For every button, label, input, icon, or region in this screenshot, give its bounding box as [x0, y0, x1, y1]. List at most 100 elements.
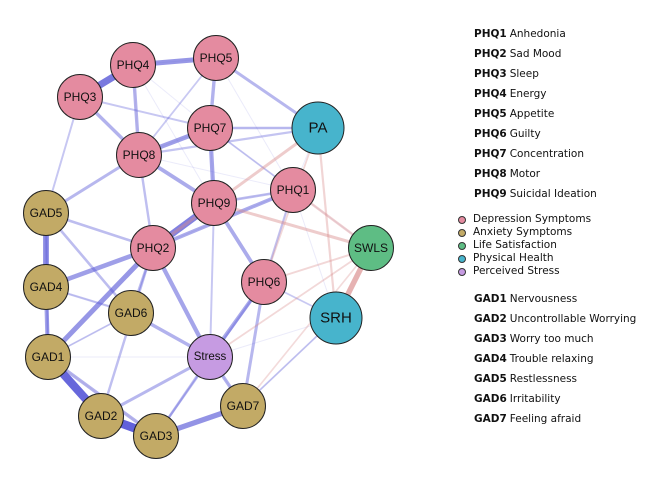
node-circle [23, 264, 69, 310]
node-circle [78, 393, 124, 439]
legend-code: PHQ1 [474, 28, 507, 40]
legend-code: PHQ9 [474, 188, 507, 200]
legend-dot-icon [458, 267, 466, 276]
group-legend-row: Depression Symptoms [458, 213, 591, 226]
legend-description: Appetite [509, 108, 555, 120]
legend-description: Worry too much [509, 333, 594, 345]
group-legend-label: Depression Symptoms [473, 213, 592, 225]
node-gad7: GAD7 [220, 383, 266, 429]
node-label: PHQ4 [117, 58, 150, 72]
legend-dot-icon [458, 254, 466, 263]
node-phq6: PHQ6 [241, 259, 287, 305]
node-phq3: PHQ3 [57, 74, 103, 120]
node-label: SRH [320, 310, 352, 327]
node-circle [25, 334, 71, 380]
node-gad5: GAD5 [23, 190, 69, 236]
node-phq8: PHQ8 [116, 132, 162, 178]
node-circle [270, 167, 316, 213]
node-phq7: PHQ7 [187, 105, 233, 151]
legend-description: Guilty [509, 128, 541, 140]
node-circle [110, 42, 156, 88]
node-pa: PA [291, 101, 345, 155]
legend-description: Sad Mood [509, 48, 562, 60]
legend-code: PHQ2 [474, 48, 507, 60]
legend-code: PHQ6 [474, 128, 507, 140]
node-phq5: PHQ5 [193, 35, 239, 81]
node-circle [133, 413, 179, 459]
node-phq2: PHQ2 [130, 225, 176, 271]
legend-description: Anhedonia [509, 28, 566, 40]
node-label: GAD3 [140, 429, 173, 443]
node-circle [193, 35, 239, 81]
legend-description: Restlessness [509, 373, 578, 385]
background-edge [215, 57, 294, 191]
node-label: GAD2 [85, 409, 118, 423]
node-phq9: PHQ9 [191, 180, 237, 226]
node-circle [108, 290, 154, 336]
background-edge [132, 64, 215, 204]
edge-pa-srh [316, 126, 338, 320]
node-label: PHQ3 [64, 90, 97, 104]
node-label: SWLS [354, 241, 388, 255]
node-stress: Stress [187, 334, 233, 380]
node-circle [241, 259, 287, 305]
legend-code: GAD5 [474, 373, 507, 385]
node-phq4: PHQ4 [110, 42, 156, 88]
node-gad2: GAD2 [78, 393, 124, 439]
node-phq1: PHQ1 [270, 167, 316, 213]
group-legend-row: Anxiety Symptoms [458, 226, 591, 239]
legend-code: GAD4 [474, 353, 507, 365]
group-legend-label: Physical Health [473, 252, 554, 264]
node-swls: SWLS [348, 225, 394, 271]
edge-swls-phq9 [212, 201, 373, 250]
legend-dot-icon [458, 228, 466, 237]
legend-code: PHQ7 [474, 148, 507, 160]
node-label: PHQ9 [198, 196, 231, 210]
edge-phq9-stress [209, 202, 215, 358]
node-label: PHQ2 [137, 241, 170, 255]
node-label: Stress [194, 351, 227, 363]
node-circle [130, 225, 176, 271]
edge-pa-phq2 [151, 126, 320, 250]
legend-description: Motor [509, 168, 541, 180]
node-gad6: GAD6 [108, 290, 154, 336]
legend-code: GAD7 [474, 413, 507, 425]
legend-description: Trouble relaxing [509, 353, 594, 365]
legend-dot-icon [458, 215, 466, 224]
legend-code: PHQ5 [474, 108, 507, 120]
node-gad3: GAD3 [133, 413, 179, 459]
background-edge [138, 154, 294, 191]
node-label: PA [309, 120, 328, 137]
node-label: PHQ8 [123, 148, 156, 162]
group-legend-label: Perceived Stress [473, 265, 560, 277]
edge-gad1-phq2 [45, 245, 156, 360]
legend-code: GAD2 [474, 313, 507, 325]
edge-swls-gad7 [242, 247, 372, 407]
node-label: GAD5 [30, 206, 63, 220]
node-circle [23, 190, 69, 236]
legend-description: Feeling afraid [509, 413, 582, 425]
node-circle [191, 180, 237, 226]
node-label: GAD6 [115, 306, 148, 320]
group-legend-label: Life Satisfaction [473, 239, 557, 251]
node-srh: SRH [309, 291, 363, 345]
group-legend-label: Anxiety Symptoms [473, 226, 573, 238]
node-label: GAD1 [32, 350, 65, 364]
legend-description: Sleep [509, 68, 539, 80]
legend-description: Energy [509, 88, 547, 100]
legend-code: PHQ8 [474, 168, 507, 180]
legend-code: PHQ4 [474, 88, 507, 100]
node-circle [116, 132, 162, 178]
edge-swls-stress [209, 247, 372, 358]
